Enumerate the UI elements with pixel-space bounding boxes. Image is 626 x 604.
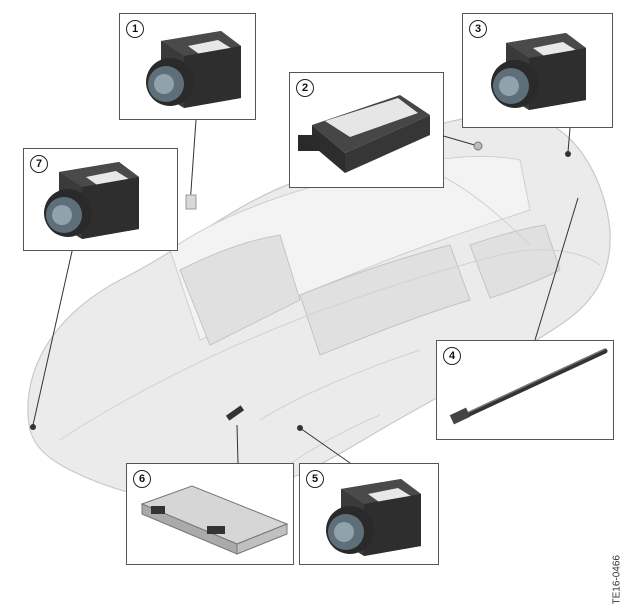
camera-icon	[326, 479, 421, 556]
mount-point	[297, 425, 303, 431]
control-unit-icon	[298, 95, 430, 173]
mount-point	[473, 141, 483, 151]
callout-number: 4	[443, 347, 461, 365]
callout-6-control-unit: 6	[126, 463, 294, 565]
callout-3-camera: 3	[462, 13, 613, 128]
callout-number: 5	[306, 470, 324, 488]
callout-4-rod: 4	[436, 340, 614, 440]
camera-icon	[146, 31, 241, 108]
vehicle-illustration	[27, 114, 611, 503]
side-camera-mount	[185, 194, 197, 210]
control-unit-icon	[140, 485, 289, 555]
callout-7-camera: 7	[23, 148, 178, 251]
rod-icon	[449, 348, 608, 425]
callout-2-control-unit: 2	[289, 72, 444, 188]
rod-mount	[225, 405, 245, 421]
camera-icon	[491, 33, 586, 110]
callout-1-camera: 1	[119, 13, 256, 120]
reference-code: TE16-0466	[611, 555, 622, 604]
camera-icon	[44, 162, 139, 239]
callout-number: 2	[296, 79, 314, 97]
callout-number: 1	[126, 20, 144, 38]
callout-number: 7	[30, 155, 48, 173]
callout-5-camera: 5	[299, 463, 439, 565]
callout-number: 6	[133, 470, 151, 488]
diagram-stage: 1 2 3	[23, 13, 622, 604]
mount-point	[565, 151, 571, 157]
callout-number: 3	[469, 20, 487, 38]
mount-point	[30, 424, 36, 430]
